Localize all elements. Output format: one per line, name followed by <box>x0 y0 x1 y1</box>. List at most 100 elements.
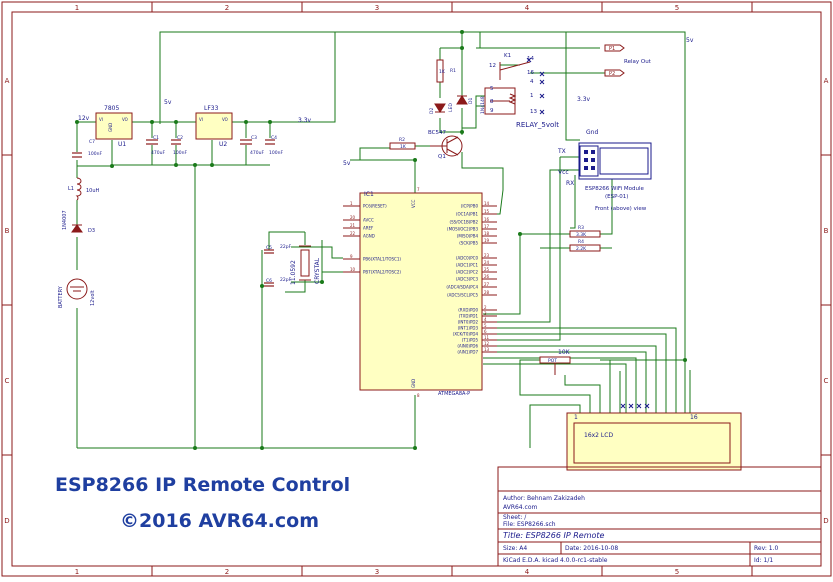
relay-pin-16: 16 <box>527 70 534 76</box>
port-p1: P1 <box>609 46 615 52</box>
u1-ref: U1 <box>118 141 126 148</box>
ic-pin-number: 18 <box>484 231 490 236</box>
ic-pin-number: 3 <box>484 311 487 316</box>
d2-value: LED <box>448 103 454 112</box>
ic-pin-name: AREF <box>363 226 374 231</box>
q1-name: BC547 <box>428 130 447 136</box>
junctions <box>75 30 687 450</box>
row-label-left: C <box>5 377 10 385</box>
esp-model: (ESP-01) <box>605 194 628 200</box>
ic-right-pin: 24(ADC1)PC1 <box>456 260 497 268</box>
ic-pin-number: 6 <box>484 329 487 334</box>
svg-text:VI: VI <box>199 117 203 122</box>
ic-pin-name: (SCK)PB5 <box>459 241 478 246</box>
svg-text:VO: VO <box>122 117 128 122</box>
tb-sheet: Sheet: / <box>503 514 527 521</box>
d3-ref: D3 <box>88 228 95 234</box>
relay-label: RELAY_5volt <box>516 121 559 129</box>
col-label-top: 5 <box>675 4 679 12</box>
ic-pin-name: (T1)PD5 <box>462 338 479 343</box>
ic-pin-name: (XCK/T0)PD4 <box>453 332 479 337</box>
ic-pin-number: 20 <box>350 215 356 220</box>
ic-right-pin: 19(SCK)PB5 <box>459 238 497 246</box>
battery-symbol <box>66 278 88 300</box>
ic-pin-name: (AIN1)PD7 <box>457 350 478 355</box>
tb-file: File: ESP8266.sch <box>503 521 556 528</box>
transistor-q1 <box>430 135 463 157</box>
net-5v-ic: 5v <box>343 160 351 167</box>
esp-gnd-label: Gnd <box>586 129 598 136</box>
r4-value: 2.2K <box>576 246 587 252</box>
ic-right-pins: 14(ICP)PB015(OC1A)PB116(SS/OC1B)PB217(MO… <box>446 201 497 355</box>
ic-right-pin: 16(SS/OC1B)PB2 <box>450 217 497 225</box>
relay-pin-1: 1 <box>530 93 534 99</box>
row-label-right: B <box>824 227 829 235</box>
d3-value: 1N4007 <box>62 210 68 230</box>
c3-ref: C3 <box>251 135 257 141</box>
lcd-pin-last: 16 <box>690 414 698 421</box>
r4-ref: R4 <box>578 239 584 245</box>
capacitor-labels: C1 470uF C2 100nF C3 470uF C4 100nF C7 1… <box>88 135 292 284</box>
ic-pin-name: (ADC3)PC3 <box>456 277 478 282</box>
relay-ref: K1 <box>504 53 511 59</box>
ic-right-pin: 25(ADC2)PC2 <box>456 267 497 275</box>
tb-title: Title: ESP8266 IP Remote <box>503 531 605 540</box>
ic-pin-number: 10 <box>350 267 356 272</box>
ic-pin-number: 9 <box>350 254 353 259</box>
relay-pin-5: 5 <box>490 86 494 92</box>
net-3v3-esp: 3.3v <box>577 96 591 103</box>
c1-value: 470uF <box>151 150 165 156</box>
ic-gnd: GND <box>411 379 416 388</box>
ic-pin-name: AGND <box>363 234 375 239</box>
ic-vcc-pin: 7 <box>417 187 420 192</box>
row-label-left: D <box>4 517 9 525</box>
ic-pin-name: (ADC4/SDA)PC4 <box>446 285 478 290</box>
crystal-label: CRYSTAL <box>314 257 321 284</box>
c1-ref: C1 <box>153 135 159 141</box>
col-label-bottom: 4 <box>525 568 530 576</box>
tb-size: Size: A4 <box>503 545 527 552</box>
leds-diodes <box>434 95 468 113</box>
title-banner: ESP8266 IP Remote Control ©2016 AVR64.co… <box>55 474 350 532</box>
ic-pin-number: 25 <box>484 267 490 272</box>
relay-pin-12: 12 <box>489 63 496 69</box>
c4-value: 100nF <box>269 150 283 156</box>
lcd-pin-first: 1 <box>574 414 578 421</box>
col-label-bottom: 3 <box>375 568 379 576</box>
ic-pin-number: 12 <box>484 341 490 346</box>
diode-d3 <box>71 224 83 233</box>
ic-gnd-pin: 8 <box>417 393 420 398</box>
title-block-text: Author: Behnam Zakizadeh AVR64.com Sheet… <box>503 495 778 564</box>
ic-right-pin: 4(INT0)PD2 <box>458 317 497 325</box>
regulator-u1: VI VO GND 7805 U1 <box>95 105 133 148</box>
col-label-bottom: 5 <box>675 568 679 576</box>
ic-pin-name: (ADC1)PC1 <box>456 263 478 268</box>
ic-pin-name: PC6(RESET) <box>363 204 387 209</box>
ic-ref: IC1 <box>364 191 374 198</box>
d2-ref: D2 <box>429 108 435 114</box>
ic-pin-name: (RXD)PD0 <box>458 308 478 313</box>
ic-atmega: IC1 ATMEGA8A-P VCC GND 7 8 <box>359 187 483 398</box>
ic-pin-name: PB6(XTAL1/TOSC1) <box>363 257 401 262</box>
crystal-value: 11.0592 <box>290 260 297 285</box>
r1-value: 1K <box>439 69 446 75</box>
ic-vcc: VCC <box>411 199 416 208</box>
c2-value: 100nF <box>173 150 187 156</box>
r3-ref: R3 <box>578 225 584 231</box>
ic-pin-number: 2 <box>484 305 487 310</box>
resistors <box>389 59 601 375</box>
l1-ref: L1 <box>68 186 74 192</box>
ic-pin-number: 11 <box>484 335 490 340</box>
pot-ref: POT <box>548 358 557 364</box>
ic-pin-name: (INT0)PD2 <box>458 320 479 325</box>
esp-view: Front (above) view <box>595 206 647 212</box>
relay-out-label: Relay Out <box>624 59 652 65</box>
d1-ref: D1 <box>468 98 474 104</box>
c3-value: 470uF <box>250 150 264 156</box>
svg-text:GND: GND <box>108 123 113 132</box>
ic-pin-number: 17 <box>484 224 490 229</box>
no-connect-markers <box>526 57 650 409</box>
ic-right-pin: 6 (XCK/T0)PD4 <box>453 329 497 337</box>
